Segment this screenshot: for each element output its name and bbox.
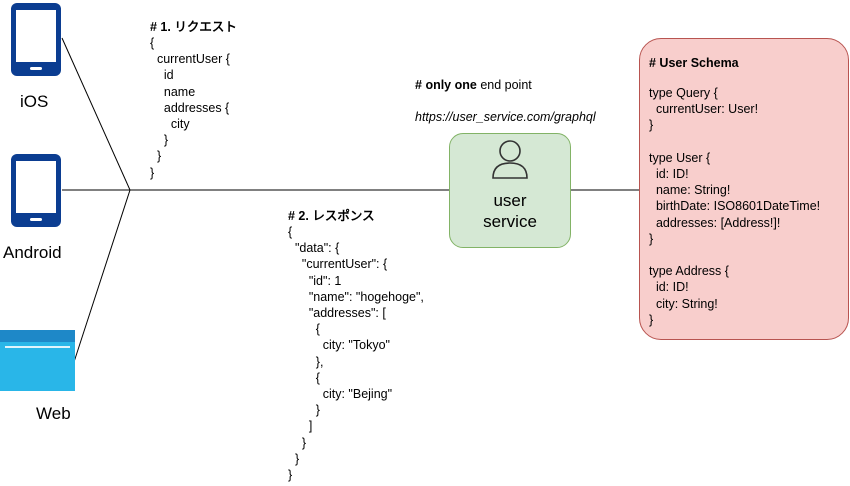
endpoint-emphasis: only one — [425, 78, 477, 92]
request-query: { currentUser { id name addresses { city… — [150, 36, 230, 180]
schema-definition: type Query { currentUser: User! } type U… — [649, 86, 821, 327]
android-device — [10, 153, 62, 233]
ios-label: iOS — [20, 92, 49, 111]
phone-icon — [11, 154, 61, 227]
response-heading: # 2. レスポンス — [288, 209, 375, 223]
service-label-line1: user — [493, 191, 527, 210]
phone-icon — [11, 3, 61, 76]
response-block: # 2. レスポンス { "data": { "currentUser": { … — [288, 205, 424, 483]
endpoint-url: https://user_service.com/graphql — [415, 110, 596, 124]
user-schema-box: # User Schema type Query { currentUser: … — [639, 38, 849, 340]
schema-heading: # User Schema — [649, 56, 739, 70]
user-service-box: user service — [449, 133, 571, 248]
web-device — [0, 330, 76, 397]
browser-window-icon — [0, 330, 75, 391]
response-json: { "data": { "currentUser": { "id": 1 "na… — [288, 225, 424, 483]
endpoint-prefix: # — [415, 78, 426, 92]
android-label: Android — [3, 243, 62, 262]
endpoint-suffix: end point — [476, 78, 532, 92]
user-icon — [492, 140, 528, 179]
endpoint-caption: # only one end point — [415, 78, 532, 92]
request-heading: # 1. リクエスト — [150, 20, 237, 34]
ios-device — [10, 2, 62, 82]
web-connector — [73, 189, 131, 363]
service-label-line2: service — [483, 212, 537, 231]
ios-connector — [61, 37, 131, 191]
web-label: Web — [36, 404, 71, 423]
request-block: # 1. リクエスト { currentUser { id name addre… — [150, 16, 237, 181]
